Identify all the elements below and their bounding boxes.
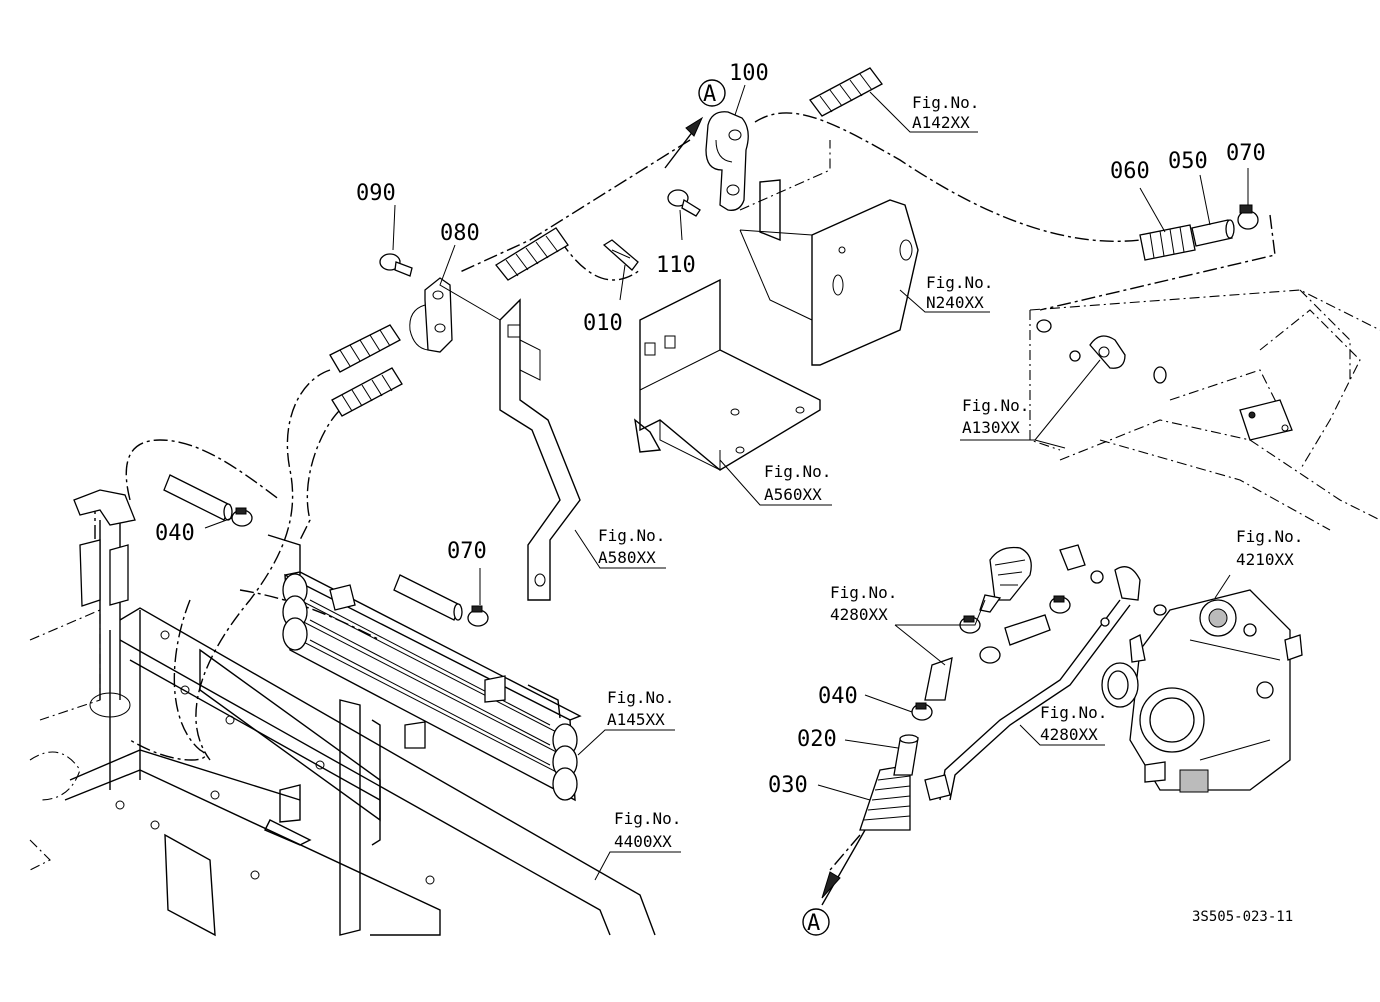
arrow-head-icon <box>685 116 704 137</box>
pipe-4280 <box>924 599 1131 801</box>
callout-050: 050 <box>1168 149 1208 174</box>
bolt-110 <box>667 189 701 217</box>
bracket-n240 <box>739 140 919 366</box>
connector-circle <box>802 908 830 936</box>
svg-text:Fig.No.: Fig.No. <box>1040 703 1107 722</box>
svg-text:A560XX: A560XX <box>764 485 822 504</box>
coil-guard-080-left-2 <box>331 367 403 417</box>
coil-guard-080-left-1 <box>329 324 401 373</box>
svg-text:4210XX: 4210XX <box>1236 550 1294 569</box>
svg-text:N240XX: N240XX <box>926 293 984 312</box>
callout-110: 110 <box>656 253 696 278</box>
fig-ref-a142: Fig.No. A142XX <box>912 93 979 132</box>
coil-guard-060 <box>1139 224 1196 261</box>
svg-text:4280XX: 4280XX <box>1040 725 1098 744</box>
svg-text:Fig.No.: Fig.No. <box>1236 527 1303 546</box>
connector-label: A <box>703 82 716 107</box>
fig-ref-4280-lower: Fig.No. 4280XX <box>1040 703 1107 744</box>
hose-left-lower <box>393 574 463 621</box>
connector-a-bottom: A <box>802 829 866 936</box>
leader-lines <box>204 84 1249 881</box>
svg-text:Fig.No.: Fig.No. <box>926 273 993 292</box>
svg-text:A580XX: A580XX <box>598 548 656 567</box>
svg-text:Fig.No.: Fig.No. <box>764 462 831 481</box>
hose-clamp-040-right <box>911 702 933 721</box>
hose-left-upper <box>163 474 233 521</box>
callout-100: 100 <box>729 61 769 86</box>
fig-ref-a130: Fig.No. A130XX <box>962 396 1029 437</box>
callout-020: 020 <box>797 727 837 752</box>
fig-ref-4210: Fig.No. 4210XX <box>1236 527 1303 569</box>
bracket-080 <box>409 277 453 353</box>
svg-text:A130XX: A130XX <box>962 418 1020 437</box>
fitting-parts <box>924 544 1167 701</box>
hose-clamp-070-top <box>1237 204 1259 230</box>
callout-060: 060 <box>1110 159 1150 184</box>
hose-routes <box>94 112 1276 871</box>
hose-050 <box>1191 219 1235 247</box>
fig-ref-a145: Fig.No. A145XX <box>607 688 674 729</box>
fig-ref-n240: Fig.No. N240XX <box>926 273 993 312</box>
bracket-a580 <box>499 298 581 601</box>
connector-label: A <box>807 911 820 936</box>
svg-text:A142XX: A142XX <box>912 113 970 132</box>
frame-4400 <box>29 489 656 937</box>
coil-guard-top-right <box>809 67 883 117</box>
svg-text:Fig.No.: Fig.No. <box>830 583 897 602</box>
svg-text:Fig.No.: Fig.No. <box>598 526 665 545</box>
fuel-filter-4280 <box>979 546 1032 613</box>
callout-070-top: 070 <box>1226 141 1266 166</box>
hose-020 <box>893 734 919 776</box>
bolt-090 <box>379 253 413 277</box>
oil-cooler-a145 <box>267 534 582 802</box>
callout-070-left: 070 <box>447 539 487 564</box>
holder-010 <box>602 239 639 271</box>
injection-pump-4210 <box>1101 589 1303 793</box>
callout-030: 030 <box>768 773 808 798</box>
engine-section-a130 <box>1029 289 1380 531</box>
svg-text:Fig.No.: Fig.No. <box>614 809 681 828</box>
svg-text:A145XX: A145XX <box>607 710 665 729</box>
svg-text:4280XX: 4280XX <box>830 605 888 624</box>
arrow-head-icon <box>821 871 841 899</box>
callout-numbers: 100 090 080 110 010 060 050 070 040 070 … <box>155 61 1266 798</box>
document-id: 3S505-023-11 <box>1192 909 1293 925</box>
svg-text:Fig.No.: Fig.No. <box>912 93 979 112</box>
hose-clamp-040-left <box>231 507 253 527</box>
callout-090: 090 <box>356 181 396 206</box>
bracket-a560 <box>634 278 821 471</box>
callout-010: 010 <box>583 311 623 336</box>
hose-clamp-070-left <box>467 605 489 627</box>
fig-ref-4280-upper: Fig.No. 4280XX <box>830 583 897 624</box>
coil-guard-030 <box>859 764 911 831</box>
svg-text:Fig.No.: Fig.No. <box>607 688 674 707</box>
coil-guard-080-top <box>495 227 569 281</box>
callout-040-right: 040 <box>818 684 858 709</box>
fig-ref-4400: Fig.No. 4400XX <box>614 809 681 851</box>
callout-080: 080 <box>440 221 480 246</box>
callout-040-left: 040 <box>155 521 195 546</box>
svg-text:Fig.No.: Fig.No. <box>962 396 1029 415</box>
fig-ref-a560: Fig.No. A560XX <box>764 462 831 504</box>
connector-a-top: A <box>664 79 726 169</box>
svg-text:4400XX: 4400XX <box>614 832 672 851</box>
fig-refs: Fig.No. A142XX Fig.No. N240XX Fig.No. A1… <box>598 93 1303 851</box>
fig-ref-a580: Fig.No. A580XX <box>598 526 665 567</box>
connector-circle <box>698 79 726 107</box>
clamp-100 <box>705 111 749 211</box>
